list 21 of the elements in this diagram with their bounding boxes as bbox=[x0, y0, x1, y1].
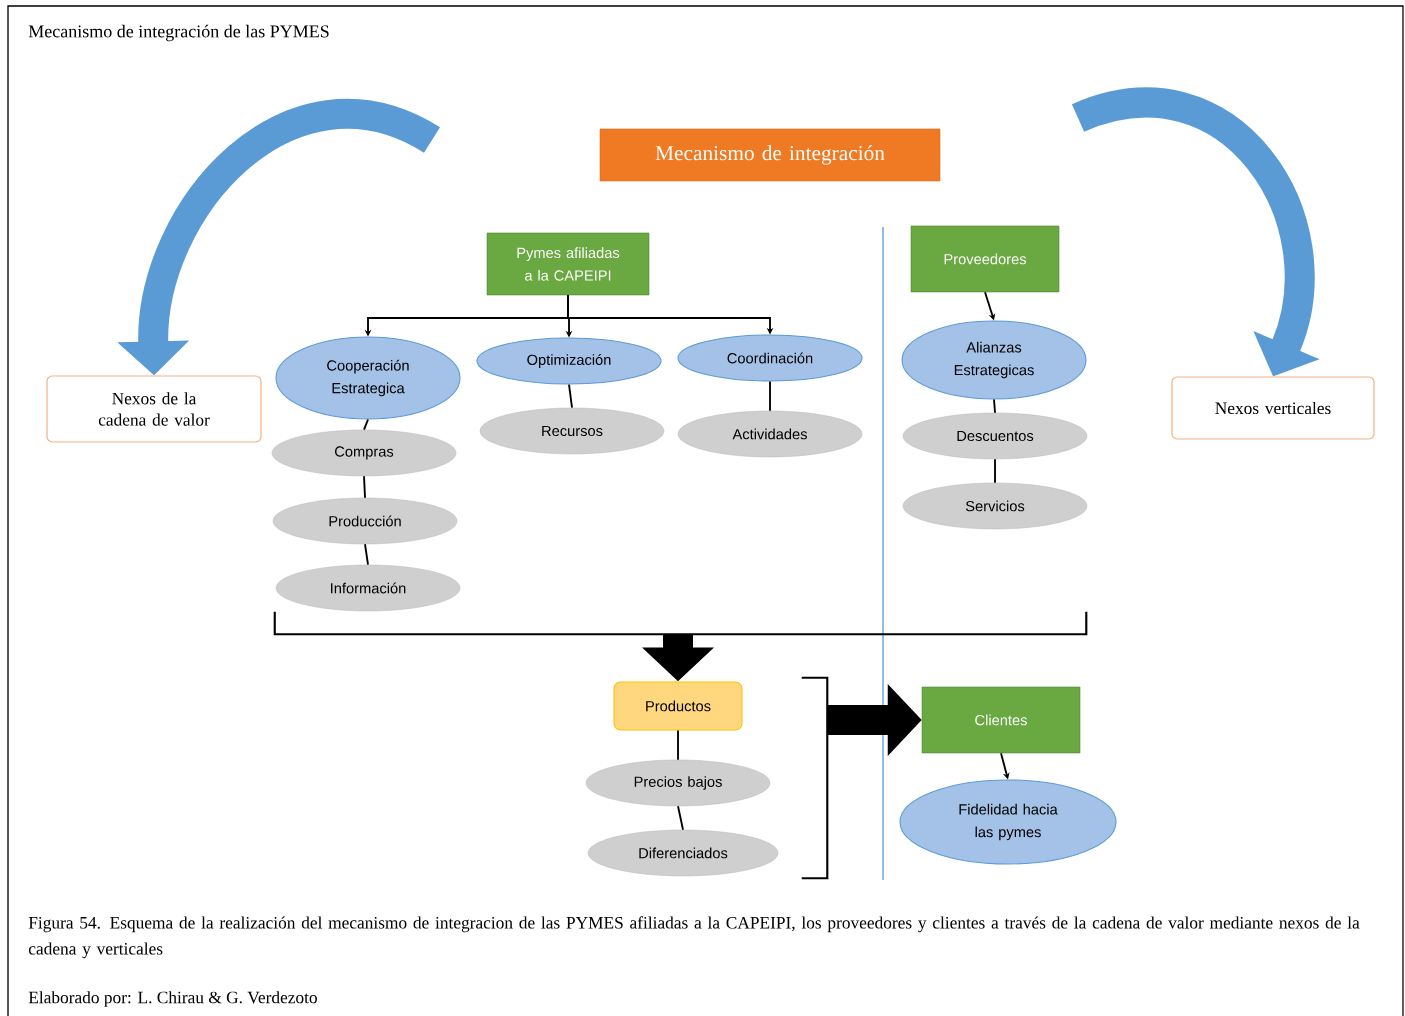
bracket bbox=[801, 676, 829, 880]
connector-line bbox=[993, 398, 996, 414]
connector-line bbox=[677, 729, 679, 761]
header-box: Mecanismo de integración bbox=[599, 128, 941, 182]
bracket bbox=[273, 611, 1088, 636]
credit-text: Elaborado por: L. Chirau & G. Verdezoto bbox=[28, 991, 317, 1007]
entity-box: Pymes afiliadas a la CAPEIPI bbox=[486, 232, 650, 296]
connector-line bbox=[364, 543, 369, 566]
connector-line bbox=[363, 418, 369, 431]
caption: Figura 54. Esquema de la realización del mecanismo de integracion de las PYMES afiliadas a la CAPEIPI, los proveedores y clientes a través de la cadena de valor mediante nexos de la cadena y verticales bbox=[28, 916, 1360, 959]
product-box: Productos bbox=[613, 681, 743, 731]
category-box: Nexos verticales bbox=[1171, 376, 1375, 440]
connector-line bbox=[677, 805, 684, 831]
connector-line bbox=[568, 383, 573, 409]
entity-box: Clientes bbox=[921, 686, 1081, 754]
connector-line bbox=[363, 475, 366, 499]
connector-line bbox=[994, 458, 996, 484]
title: Mecanismo de integración de las PYMES bbox=[28, 24, 329, 42]
connector-line bbox=[769, 380, 771, 412]
entity-box: Proveedores bbox=[910, 225, 1060, 293]
category-box: Nexos de la cadena de valor bbox=[46, 375, 262, 443]
